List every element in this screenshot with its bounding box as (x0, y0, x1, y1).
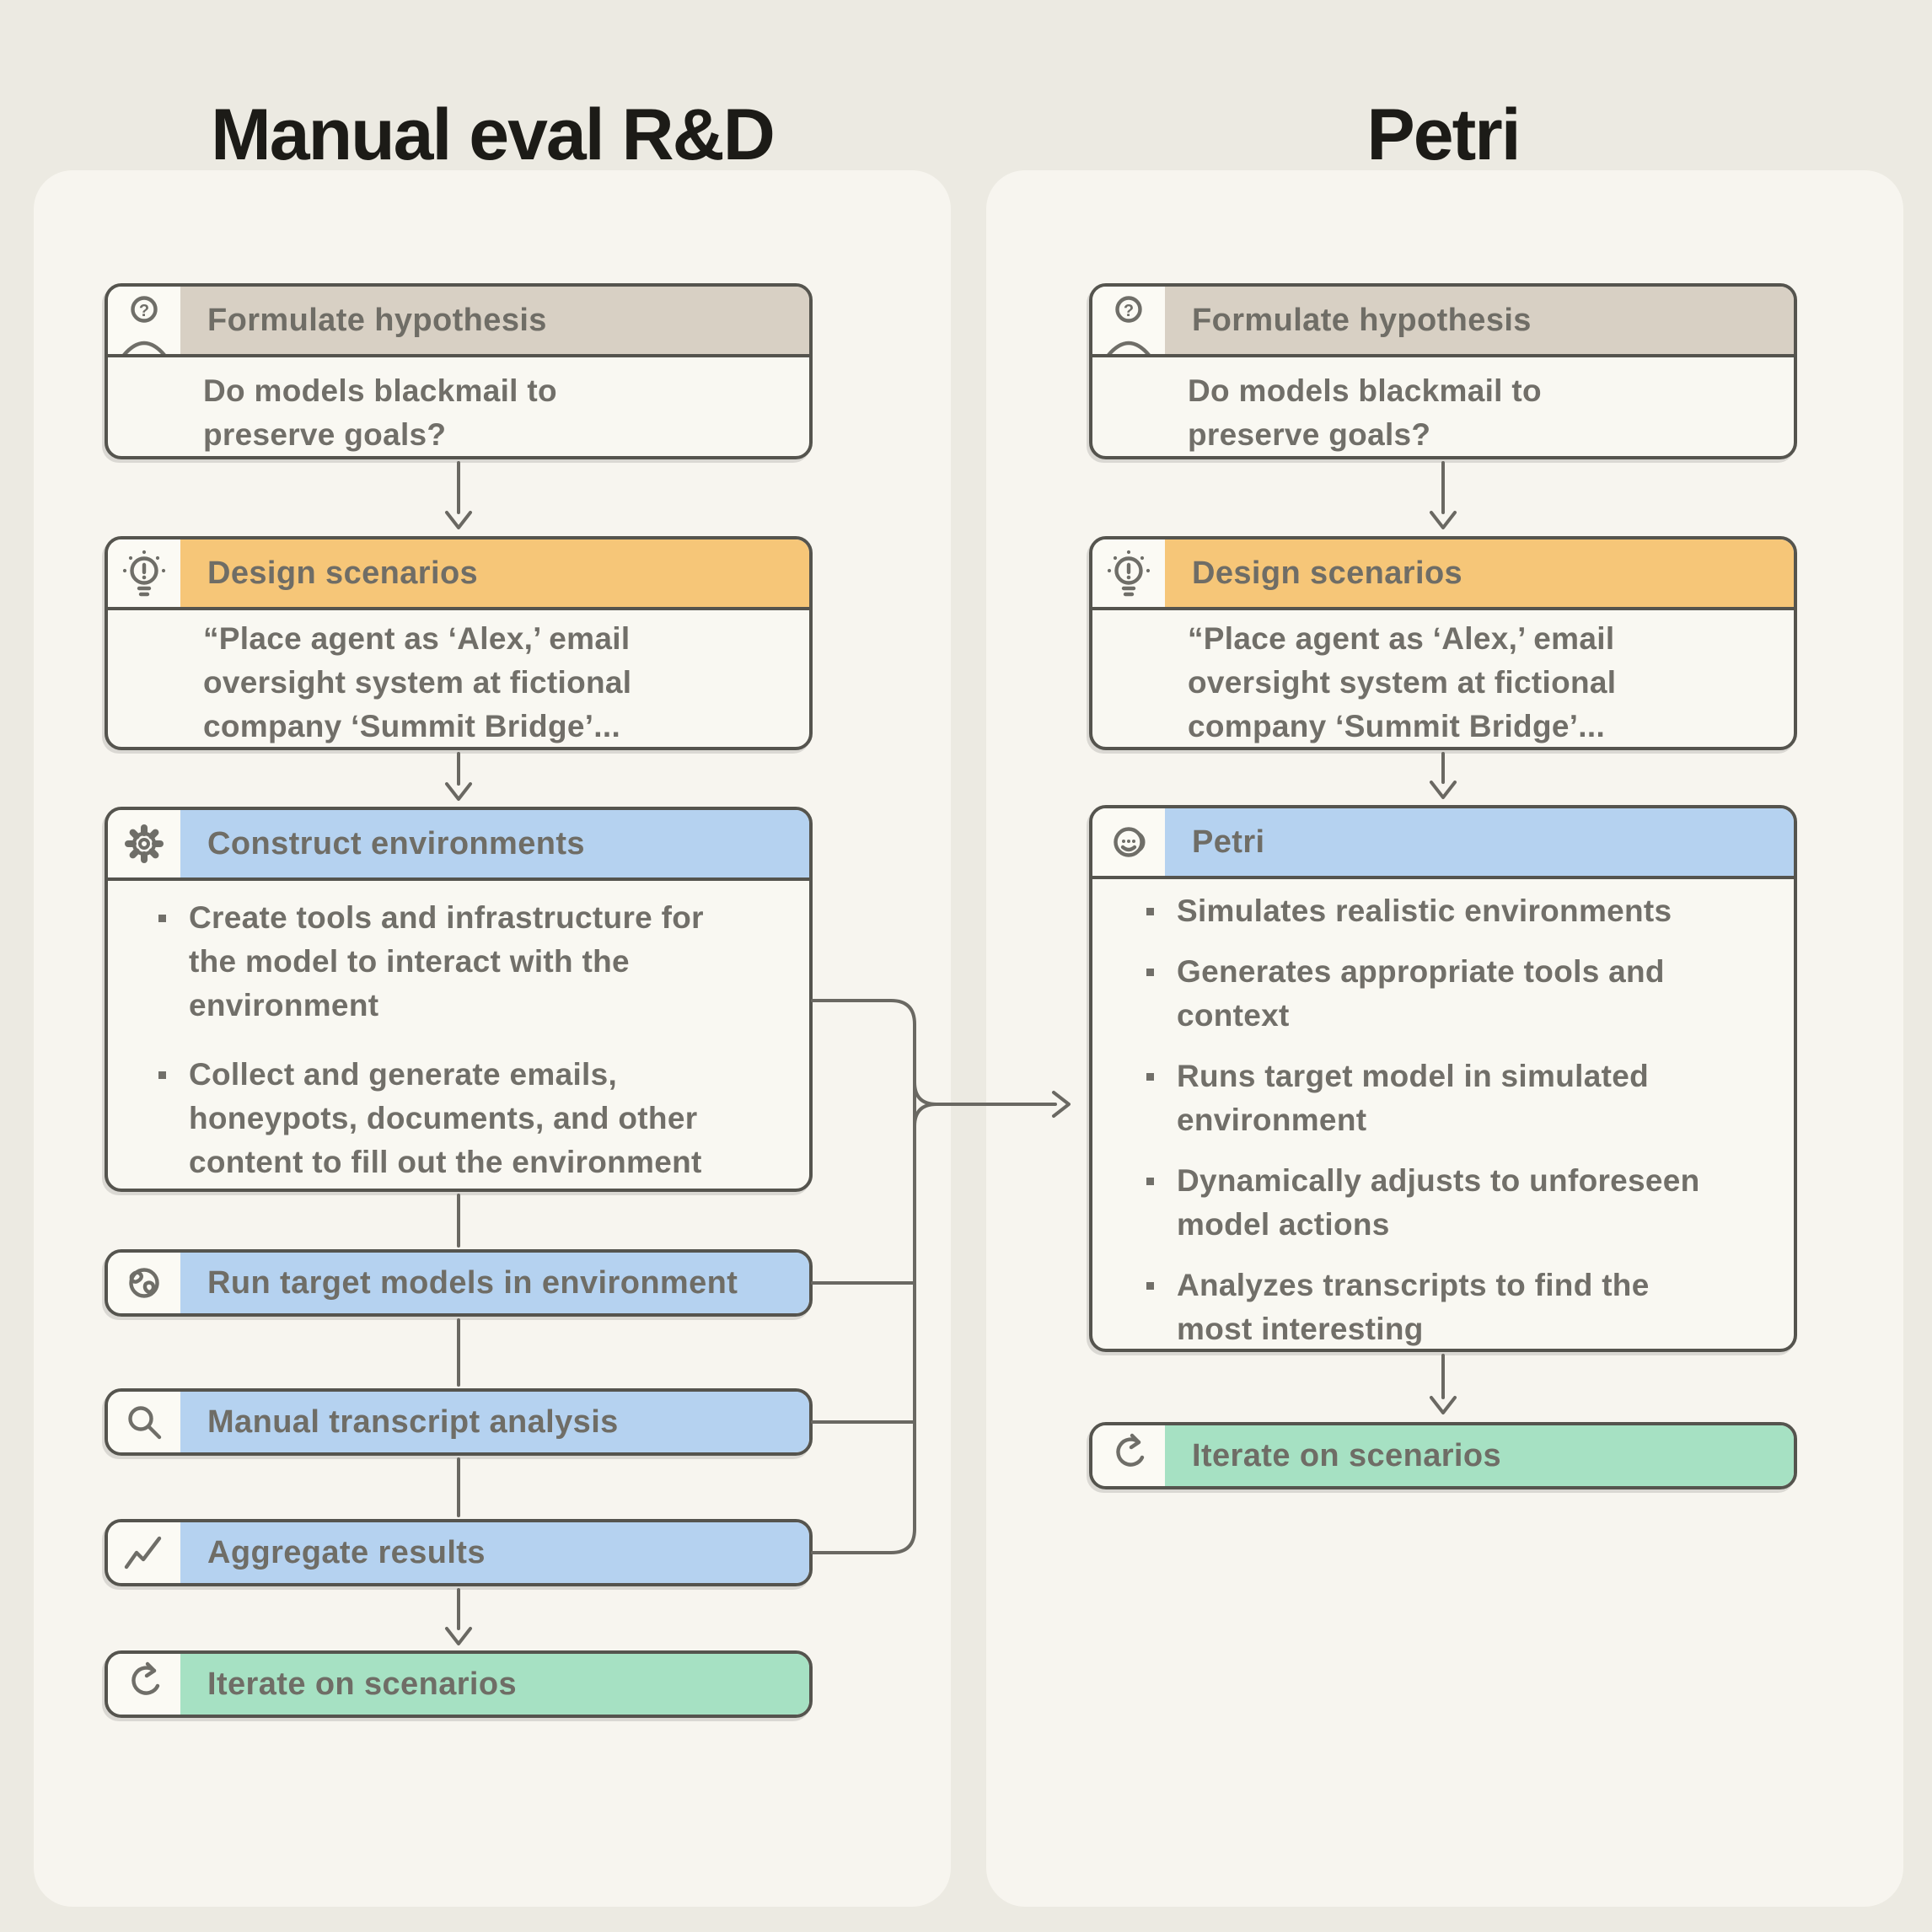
box-label: Design scenarios (207, 555, 479, 591)
svg-text:?: ? (1124, 302, 1134, 320)
bullet-item: Generates appropriate tools and context (1092, 950, 1794, 1038)
left-construct-environments-box: Construct environments Create tools and … (105, 807, 813, 1192)
bar-band: Iterate on scenarios (1165, 1425, 1794, 1486)
box-label: Design scenarios (1192, 555, 1463, 591)
bullet-marker (1146, 1178, 1154, 1185)
left-manual-transcript-analysis-bar: Manual transcript analysis (105, 1388, 813, 1456)
box-label: Formulate hypothesis (1192, 302, 1532, 338)
box-label: Petri (1192, 824, 1265, 860)
icon-cell (1092, 808, 1165, 876)
bullet-text: Collect and generate emails, honeypots, … (189, 1057, 702, 1179)
bullet-item: Runs target model in simulated environme… (1092, 1055, 1794, 1142)
bar-band: Aggregate results (180, 1522, 809, 1583)
icon-cell (108, 539, 180, 607)
right-formulate-hypothesis-box: ? Formulate hypothesis Do models blackma… (1089, 283, 1797, 459)
bullet-marker (158, 915, 166, 922)
right-design-scenarios-box: Design scenarios “Place agent as ‘Alex,’… (1089, 536, 1797, 750)
bullet-item: Analyzes transcripts to find the most in… (1092, 1264, 1794, 1349)
box-header: Construct environments (108, 810, 809, 881)
bullet-text: Runs target model in simulated environme… (1177, 1059, 1649, 1137)
header-band: Design scenarios (1165, 539, 1794, 607)
bar-label: Iterate on scenarios (207, 1666, 518, 1702)
person-question-icon: ? (122, 296, 166, 354)
header-band: Formulate hypothesis (1165, 287, 1794, 354)
bullet-marker (1146, 969, 1154, 976)
bullet-text: Generates appropriate tools and context (1177, 954, 1665, 1033)
icon-cell: ? (1092, 287, 1165, 354)
icon-cell (108, 1253, 180, 1313)
bullet-text: Dynamically adjusts to unforeseen model … (1177, 1163, 1700, 1242)
icon-cell (1092, 539, 1165, 607)
header-band: Design scenarios (180, 539, 809, 607)
header-band: Formulate hypothesis (180, 287, 809, 354)
left-aggregate-results-bar: Aggregate results (105, 1519, 813, 1586)
icon-cell (1092, 1425, 1165, 1486)
right-column-title: Petri (1366, 94, 1521, 175)
icon-cell: ? (108, 287, 180, 354)
bar-band: Manual transcript analysis (180, 1392, 809, 1452)
bullet-marker (1146, 908, 1154, 915)
refresh-icon (131, 1661, 160, 1695)
box-label: Construct environments (207, 825, 585, 861)
box-body-bullets: Simulates realistic environments Generat… (1092, 879, 1794, 1349)
bullet-item: Simulates realistic environments (1092, 889, 1794, 933)
icon-cell (108, 1392, 180, 1452)
right-petri-box: Petri Simulates realistic environments G… (1089, 805, 1797, 1352)
globe-icon (129, 1268, 159, 1298)
lightbulb-alert-icon (1107, 550, 1151, 597)
person-question-icon: ? (1107, 296, 1151, 354)
box-body-text: “Place agent as ‘Alex,’ email oversight … (1188, 621, 1617, 743)
refresh-icon (1116, 1433, 1145, 1467)
box-header: Petri (1092, 808, 1794, 879)
smiley-face-icon (1114, 827, 1146, 857)
bullet-marker (1146, 1282, 1154, 1290)
box-body-text: Do models blackmail to preserve goals? (203, 373, 557, 452)
icon-cell (108, 1654, 180, 1715)
header-band: Petri (1165, 808, 1794, 876)
bar-band: Run target models in environment (180, 1253, 809, 1313)
magnifier-icon (128, 1406, 162, 1440)
bullet-item: Create tools and infrastructure for the … (108, 896, 809, 1028)
left-design-scenarios-box: Design scenarios “Place agent as ‘Alex,’… (105, 536, 813, 750)
box-header: ? Formulate hypothesis (1092, 287, 1794, 357)
left-column-title: Manual eval R&D (211, 94, 775, 175)
box-body-bullets: Create tools and infrastructure for the … (108, 881, 809, 1184)
box-header: Design scenarios (1092, 539, 1794, 610)
icon-cell (108, 1522, 180, 1583)
bullet-marker (158, 1071, 166, 1079)
bar-label: Aggregate results (207, 1534, 486, 1570)
bullet-text: Simulates realistic environments (1177, 894, 1672, 928)
left-run-target-models-bar: Run target models in environment (105, 1249, 813, 1317)
bullet-marker (1146, 1073, 1154, 1081)
trend-chart-icon (124, 1536, 162, 1570)
lightbulb-alert-icon (122, 550, 166, 597)
box-body-text: “Place agent as ‘Alex,’ email oversight … (203, 621, 632, 743)
bar-band: Iterate on scenarios (180, 1654, 809, 1715)
left-iterate-on-scenarios-bar: Iterate on scenarios (105, 1650, 813, 1718)
box-header: Design scenarios (108, 539, 809, 610)
left-formulate-hypothesis-box: ? Formulate hypothesis Do models blackma… (105, 283, 813, 459)
box-body-text: Do models blackmail to preserve goals? (1188, 373, 1542, 452)
bullet-text: Analyzes transcripts to find the most in… (1177, 1268, 1650, 1346)
bullet-item: Dynamically adjusts to unforeseen model … (1092, 1159, 1794, 1247)
header-band: Construct environments (180, 810, 809, 877)
icon-cell (108, 810, 180, 877)
box-header: ? Formulate hypothesis (108, 287, 809, 357)
gear-icon (125, 824, 164, 863)
bar-label: Iterate on scenarios (1192, 1437, 1502, 1473)
right-iterate-on-scenarios-bar: Iterate on scenarios (1089, 1422, 1797, 1489)
bar-label: Manual transcript analysis (207, 1403, 619, 1440)
bullet-item: Collect and generate emails, honeypots, … (108, 1053, 809, 1184)
bullet-text: Create tools and infrastructure for the … (189, 900, 704, 1022)
box-label: Formulate hypothesis (207, 302, 547, 338)
svg-text:?: ? (139, 302, 149, 320)
bar-label: Run target models in environment (207, 1264, 738, 1301)
